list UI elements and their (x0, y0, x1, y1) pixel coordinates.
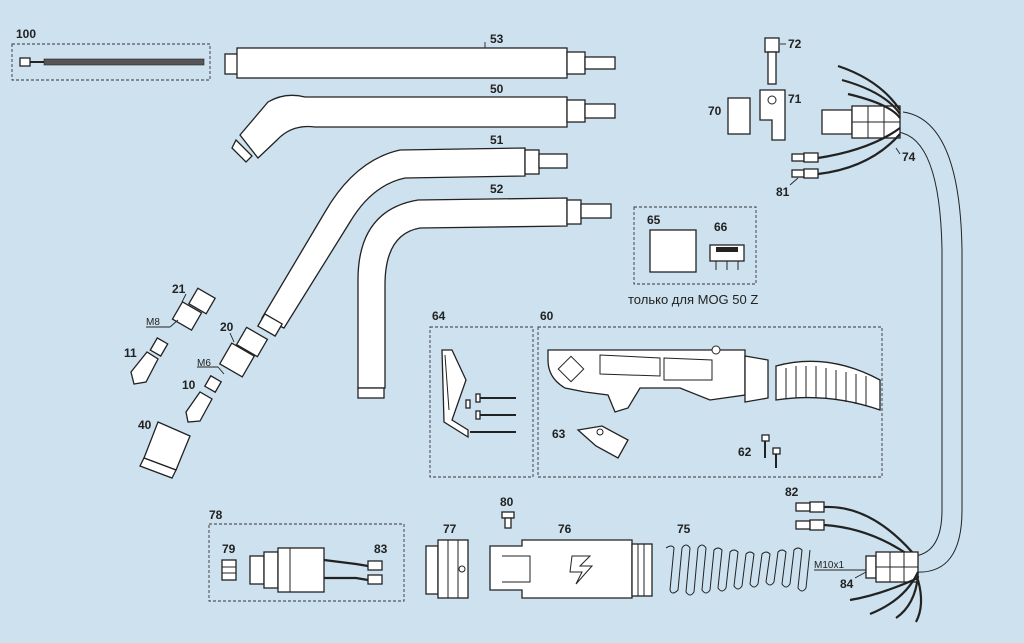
label-51: 51 (490, 133, 504, 147)
label-72: 72 (788, 37, 802, 51)
label-21: 21 (172, 282, 186, 296)
part-72-screw: 72 (764, 37, 802, 85)
part-20-tip-holder: 20 (218, 320, 269, 378)
label-20: 20 (220, 320, 234, 334)
part-74-cable-assembly: 74 (817, 64, 963, 573)
part-82-connectors: 82 (785, 485, 913, 557)
part-70-block: 70 (708, 97, 751, 135)
part-81-connectors: 81 (776, 152, 819, 199)
part-63-trigger: 63 (552, 425, 629, 459)
thread-m6: M6 (197, 358, 211, 369)
label-70: 70 (708, 104, 722, 118)
label-71: 71 (788, 92, 802, 106)
part-65-66-switch-group: 65 66 только для MOG 50 Z (628, 206, 758, 307)
part-77-nut: 77 (425, 522, 469, 599)
part-76-body: 76 (489, 522, 653, 599)
part-64-bracket-group: 64 (429, 309, 534, 478)
label-50: 50 (490, 82, 504, 96)
label-79: 79 (222, 542, 236, 556)
label-64: 64 (432, 309, 446, 323)
label-62: 62 (738, 445, 752, 459)
part-52-bent-neck: 52 (357, 182, 612, 399)
label-78: 78 (209, 508, 223, 522)
label-77: 77 (443, 522, 457, 536)
note-mog50z: только для MOG 50 Z (628, 292, 758, 307)
part-75-spring: 75 (665, 522, 811, 596)
label-40: 40 (138, 418, 152, 432)
thread-m8: M8 (146, 317, 160, 328)
part-62-screws: 62 (738, 434, 781, 468)
label-52: 52 (490, 182, 504, 196)
label-100: 100 (16, 27, 36, 41)
label-75: 75 (677, 522, 691, 536)
thread-m10: M10x1 (814, 560, 844, 571)
label-53: 53 (490, 32, 504, 46)
label-84: 84 (840, 577, 854, 591)
label-83: 83 (374, 542, 388, 556)
part-60-handle-group: 60 63 62 (537, 309, 883, 478)
label-60: 60 (540, 309, 554, 323)
part-78-module-group: 78 79 83 (208, 508, 405, 602)
part-80-screw: 80 (500, 495, 515, 529)
label-76: 76 (558, 522, 572, 536)
label-74: 74 (902, 150, 916, 164)
part-10-contact-tip: M6 10 (182, 358, 225, 423)
label-10: 10 (182, 378, 196, 392)
part-84-central-adapter: M10x1 84 (814, 551, 923, 623)
label-81: 81 (776, 185, 790, 199)
part-100-liner: 100 (11, 27, 211, 81)
part-53-straight-neck: 53 (224, 32, 616, 79)
label-82: 82 (785, 485, 799, 499)
label-63: 63 (552, 427, 566, 441)
label-11: 11 (124, 346, 137, 360)
part-40-nozzle: 40 (138, 418, 191, 479)
part-71-clamp: 71 (759, 89, 802, 141)
part-21-tip-holder: 21 (171, 282, 217, 332)
part-11-contact-tip: M8 11 (124, 317, 179, 385)
label-80: 80 (500, 495, 514, 509)
part-51-bent-neck: 51 (256, 133, 568, 337)
label-66: 66 (714, 220, 728, 234)
part-50-bent-neck: 50 (231, 82, 616, 163)
label-65: 65 (647, 213, 661, 227)
